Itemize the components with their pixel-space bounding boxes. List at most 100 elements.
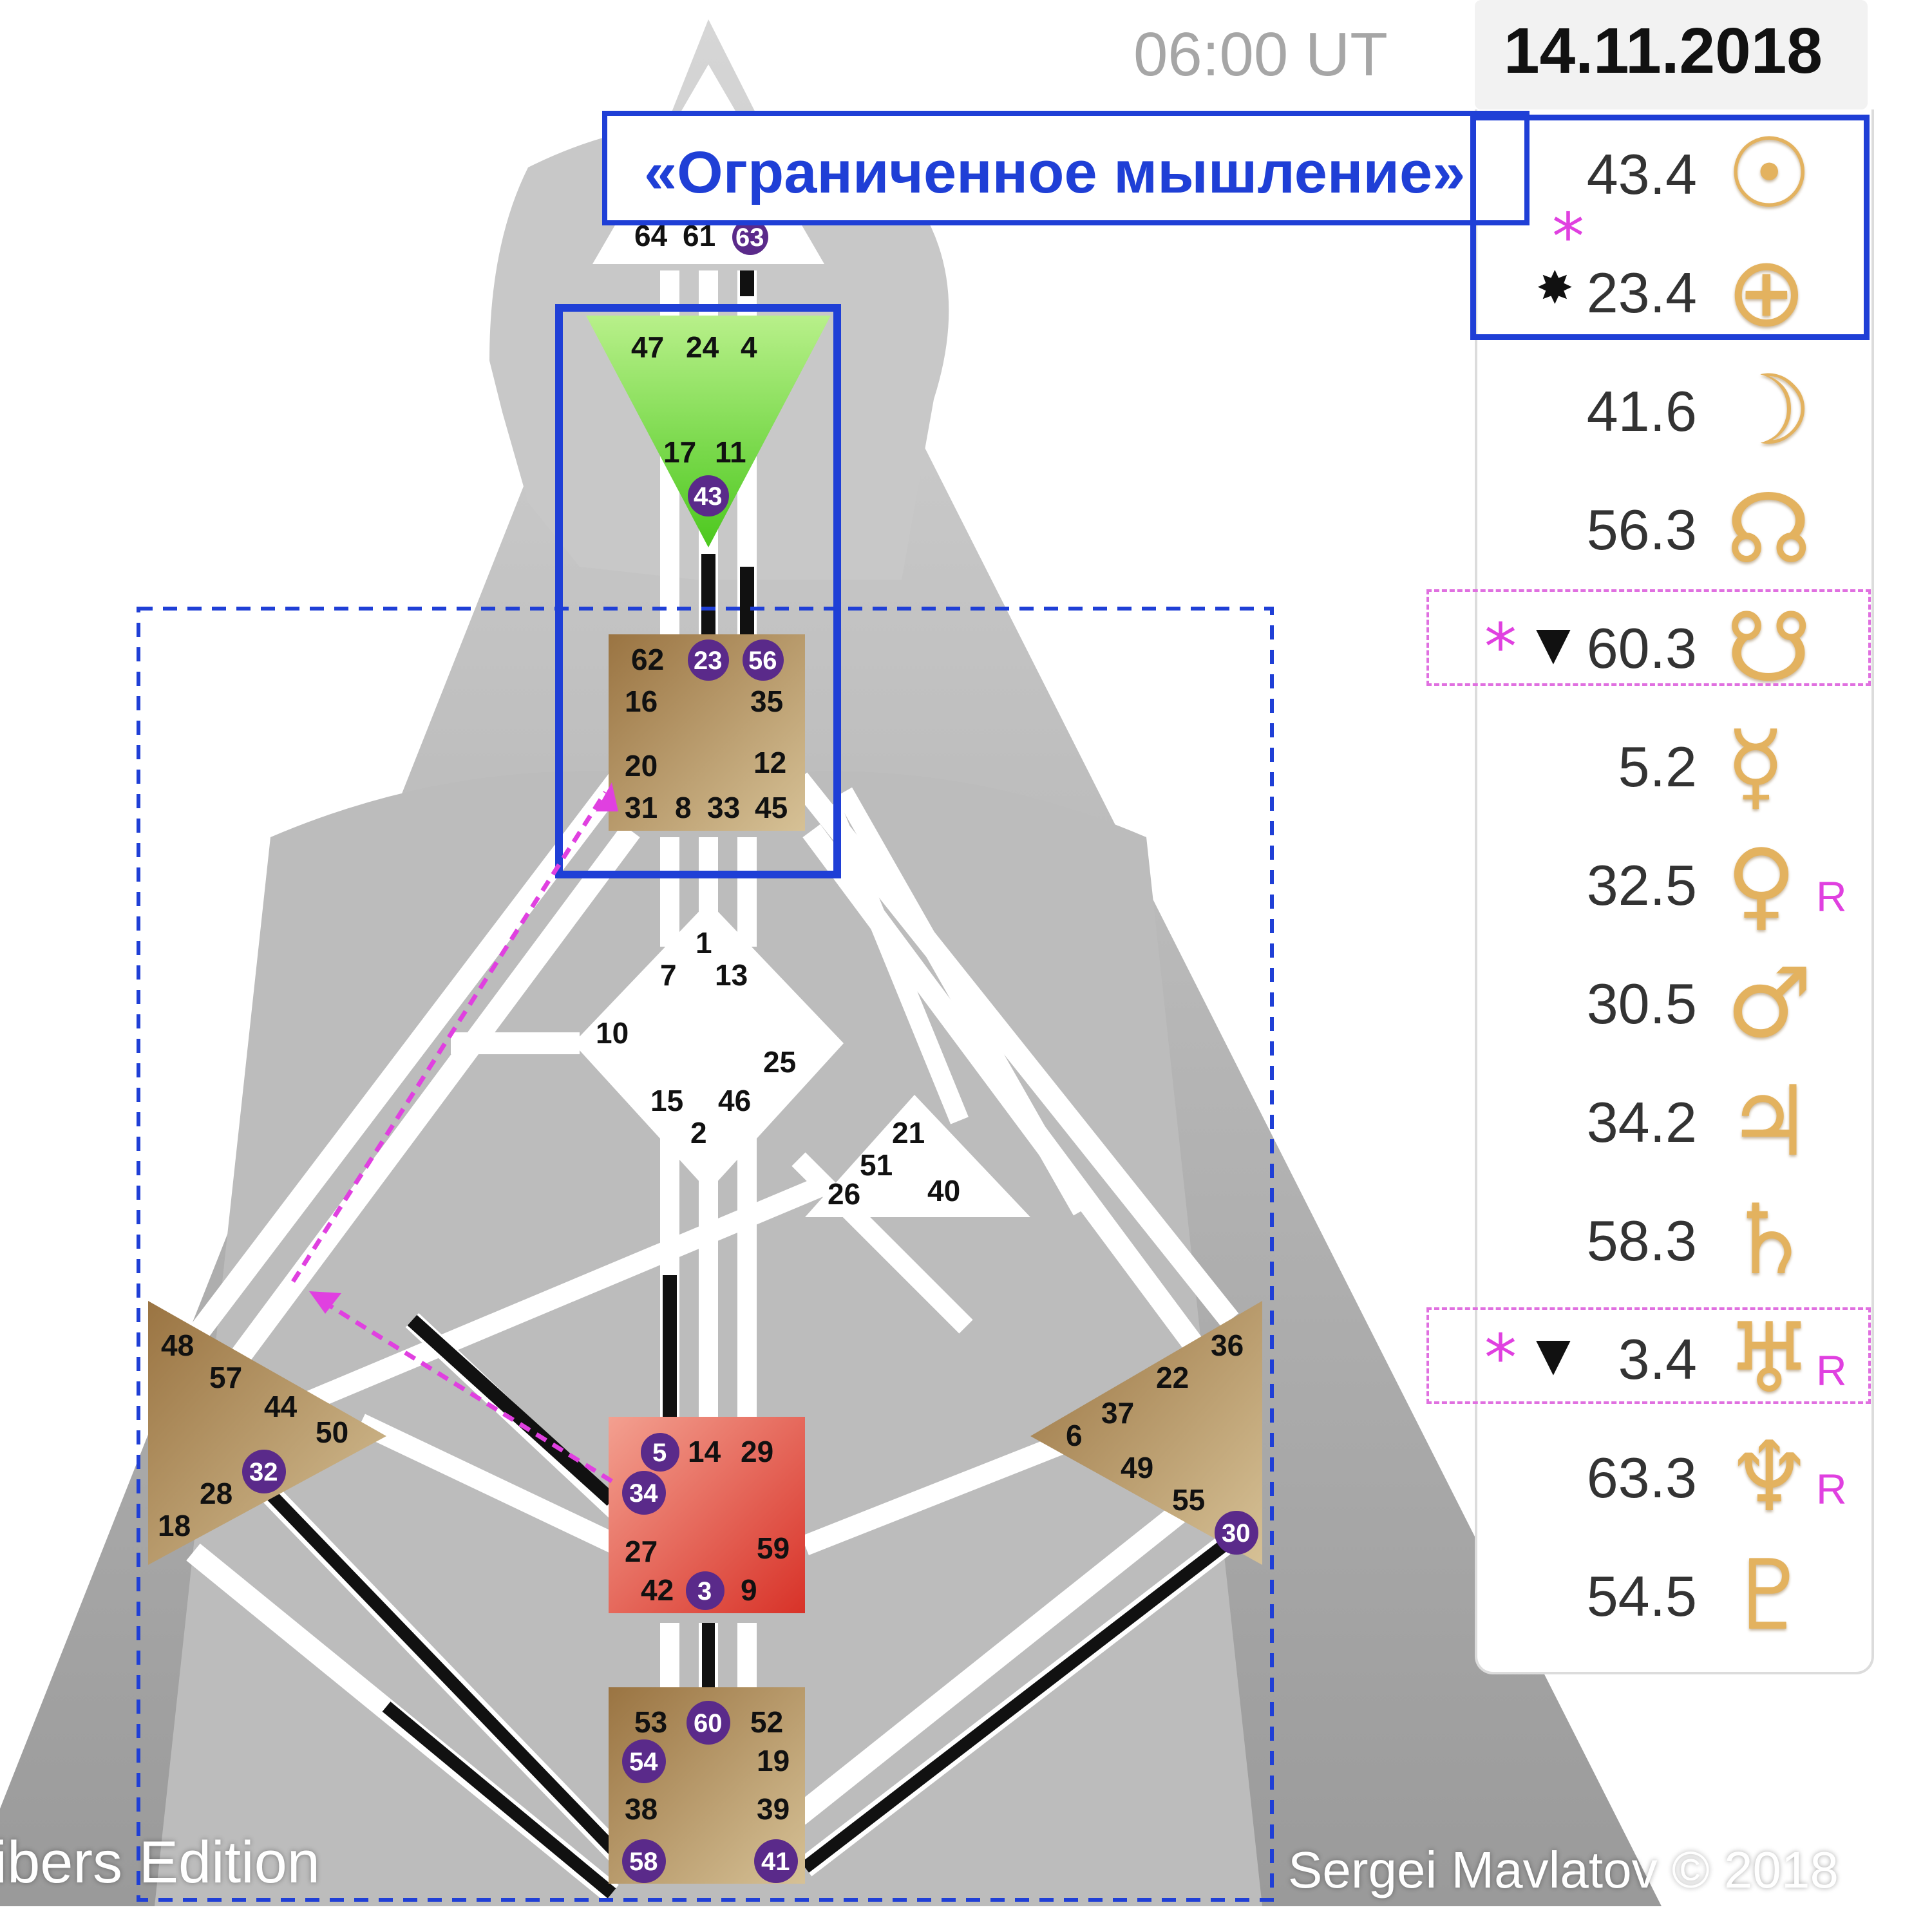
planet-row: 60.3☋▼*: [1475, 590, 1874, 706]
planet-value: 58.3: [1586, 1209, 1697, 1273]
gate-label: 54: [629, 1748, 658, 1776]
jupiter-icon: ♃: [1726, 1066, 1813, 1178]
gate-label: 47: [631, 330, 664, 364]
north-node-icon: ☊: [1726, 473, 1812, 585]
gate-label: 36: [1211, 1329, 1244, 1362]
pluto-icon: ♇: [1726, 1540, 1813, 1652]
gate-label: 23: [694, 647, 723, 675]
gate-active-marker: [687, 1701, 730, 1745]
gate-label: 20: [625, 749, 658, 782]
gate-label: 55: [1172, 1483, 1205, 1517]
gate-label: 16: [625, 685, 658, 718]
south-node-highlight: [1426, 589, 1871, 686]
sun-earth-highlight: [1470, 115, 1870, 340]
gate-label: 53: [634, 1705, 667, 1739]
gate-label: 35: [750, 685, 783, 718]
gate-label: 10: [596, 1016, 629, 1050]
mercury-icon: ☿: [1726, 710, 1786, 822]
gate-label: 41: [761, 1848, 790, 1876]
triangle-down-icon: ▼: [1536, 1328, 1571, 1381]
planet-row: 5.2☿: [1475, 708, 1874, 824]
ajna-center: [586, 316, 831, 547]
channels: [184, 270, 1239, 1902]
gate-label: 44: [264, 1390, 298, 1423]
gate-label: 9: [741, 1573, 757, 1607]
spleen-center: [148, 1301, 386, 1565]
gate-label: 60: [694, 1709, 723, 1738]
gate-label: 25: [763, 1045, 796, 1079]
planet-value: 41.6: [1586, 379, 1697, 443]
retrograde-badge: R: [1816, 1347, 1847, 1394]
gate-active-marker: [743, 639, 784, 681]
gate-label: 52: [750, 1705, 783, 1739]
uranus-highlight: [1426, 1307, 1871, 1404]
gate-label: 3: [697, 1577, 712, 1605]
planet-row: 41.6 ☽: [1475, 353, 1874, 469]
gate-label: 11: [715, 435, 746, 469]
edition-label: ribers Edition: [0, 1830, 320, 1895]
planet-value: 63.3: [1586, 1446, 1697, 1510]
flow-arrows: [291, 791, 613, 1483]
gate-label: 58: [629, 1848, 658, 1876]
g-center: [573, 902, 844, 1191]
retrograde-badge: R: [1816, 1465, 1847, 1513]
gate-label: 40: [927, 1174, 960, 1208]
planet-row: 58.3 ♄: [1475, 1182, 1874, 1298]
gate-label: 19: [757, 1744, 790, 1777]
gate-label: 56: [748, 647, 777, 675]
retrograde-badge: R: [1816, 873, 1847, 920]
date-box: [1475, 0, 1868, 109]
gate-active-marker: [688, 639, 729, 681]
gate-label: 12: [753, 746, 786, 779]
gate-active-marker: [1215, 1511, 1258, 1555]
gate-label: 51: [860, 1148, 893, 1182]
date-label: 14.11.2018: [1504, 15, 1823, 87]
gate-label: 15: [650, 1084, 683, 1117]
planet-row: 34.2♃: [1475, 1064, 1874, 1180]
ajna-throat-highlight: [555, 304, 841, 878]
gate-label: 24: [686, 330, 719, 364]
moon-icon: ☽: [1726, 355, 1813, 467]
asterisk-icon: *: [1552, 199, 1584, 274]
gate-active-marker: [686, 1571, 724, 1610]
planet-row: 54.5♇: [1475, 1538, 1874, 1654]
gate-label: 38: [625, 1792, 658, 1826]
star-icon: ✸: [1536, 261, 1574, 314]
planet-value: 43.4: [1586, 142, 1697, 206]
gate-active-marker: [622, 1739, 666, 1783]
planet-value: 30.5: [1586, 972, 1697, 1036]
gate-label: 63: [735, 223, 764, 252]
venus-icon: ♀: [1726, 829, 1797, 941]
planet-value: 56.3: [1586, 498, 1697, 562]
saturn-icon: ♄: [1726, 1184, 1813, 1296]
copyright-label: Sergei Mavlatov © 2018: [1288, 1841, 1839, 1899]
mars-icon: ♂: [1726, 947, 1813, 1059]
gate-label: 37: [1101, 1396, 1134, 1430]
gate-label: 14: [688, 1435, 721, 1468]
gate-label: 49: [1121, 1451, 1153, 1484]
gate-label: 59: [757, 1531, 790, 1565]
planet-value: 23.4: [1586, 261, 1697, 325]
planet-row: 32.5 ♀ R: [1475, 827, 1874, 943]
gate-label: 62: [631, 643, 664, 676]
gate-label: 31: [625, 791, 658, 824]
gate-active-marker: [622, 1471, 666, 1515]
gate-label: 46: [718, 1084, 751, 1117]
planet-row: 56.3 ☊: [1475, 471, 1874, 587]
gate-label: 57: [209, 1361, 242, 1394]
gate-label: 45: [755, 791, 788, 824]
gate-label: 6: [1066, 1419, 1083, 1452]
asterisk-icon: *: [1484, 609, 1517, 685]
gate-label: 1: [696, 926, 712, 960]
gate-label: 13: [715, 958, 748, 992]
time-label: 06:00 UT: [1133, 20, 1388, 89]
gate-label: 43: [694, 482, 723, 511]
gate-label: 5: [652, 1439, 667, 1467]
gate-label: 22: [1156, 1361, 1189, 1394]
gate-label: 7: [660, 958, 677, 992]
planet-value: 32.5: [1586, 853, 1697, 917]
gate-label: 42: [641, 1573, 674, 1607]
gate-label: 30: [1222, 1519, 1251, 1548]
gate-label: 34: [629, 1479, 658, 1508]
